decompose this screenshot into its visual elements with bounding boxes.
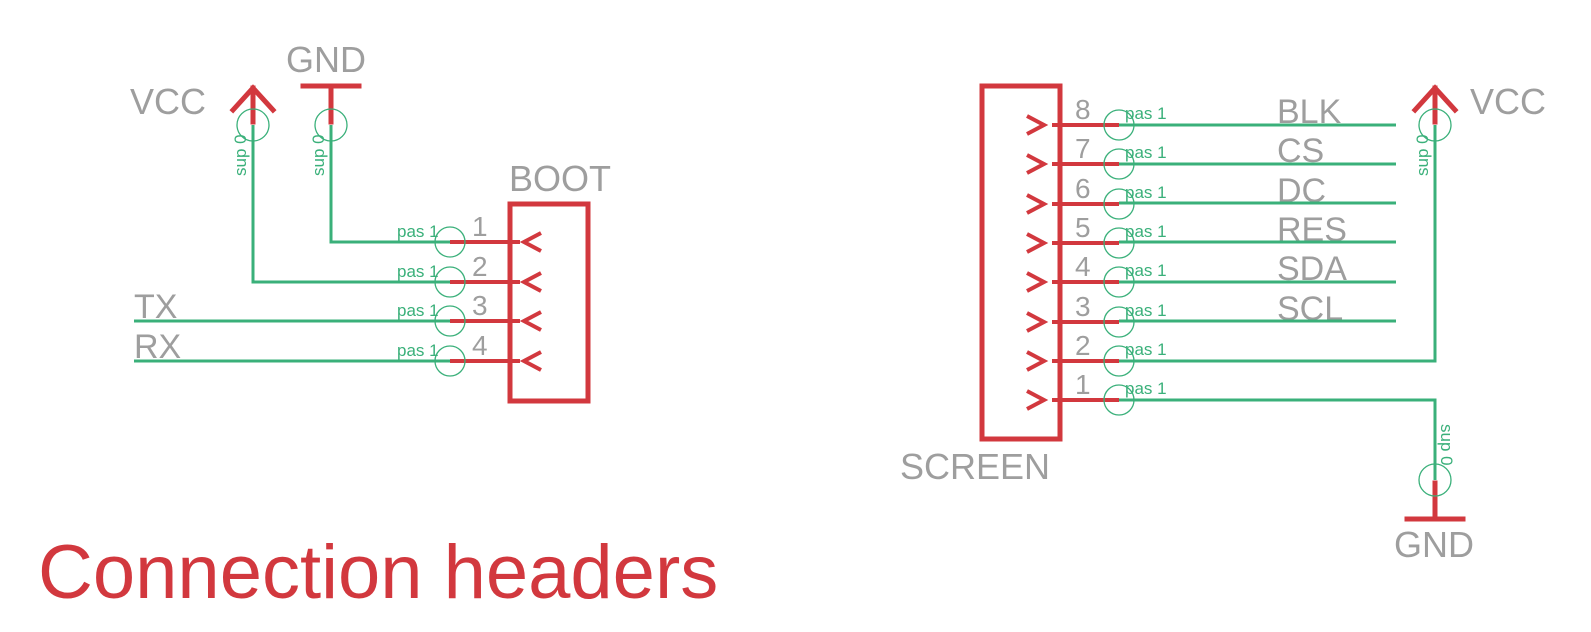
screen-pin-number: 3 bbox=[1075, 291, 1091, 322]
boot-pin-1: 1 pas 1 bbox=[397, 211, 488, 242]
screen-wires bbox=[1119, 123, 1437, 480]
boot-pin-2: 2 pas 1 bbox=[397, 251, 488, 282]
screen-pin-type: pas 1 bbox=[1125, 379, 1167, 398]
net-tx-label: TX bbox=[134, 288, 177, 326]
vcc-left-label: VCC bbox=[130, 81, 206, 122]
boot-connector bbox=[434, 201, 591, 404]
screen-pin-number: 2 bbox=[1075, 330, 1091, 361]
boot-pin-2-type: pas 1 bbox=[397, 262, 439, 281]
screen-name: SCREEN bbox=[900, 446, 1050, 487]
boot-pin-1-number: 1 bbox=[472, 211, 488, 242]
boot-pin-4-number: 4 bbox=[472, 330, 488, 361]
screen-pin-type: pas 1 bbox=[1125, 261, 1167, 280]
screen-pin-chevron bbox=[1026, 271, 1049, 293]
screen-pin-chevron bbox=[1026, 350, 1049, 372]
boot-name: BOOT bbox=[509, 158, 611, 199]
screen-connector bbox=[979, 83, 1063, 442]
screen-pin-type: pas 1 bbox=[1125, 183, 1167, 202]
screen-pin-number: 5 bbox=[1075, 212, 1091, 243]
screen-pin-number: 8 bbox=[1075, 94, 1091, 125]
screen-pin-chevron bbox=[1026, 153, 1049, 175]
screen-pin-1: 1 pas 1 bbox=[1026, 369, 1167, 416]
screen-pin-chevron bbox=[1026, 311, 1049, 333]
screen-pin-chevron bbox=[1026, 114, 1049, 136]
screen-pin-chevron bbox=[1026, 193, 1049, 215]
boot-pin-4-type: pas 1 bbox=[397, 341, 439, 360]
screen-pin-2: 2 pas 1 bbox=[1026, 330, 1167, 377]
screen-pin-chevron bbox=[1026, 232, 1049, 254]
boot-pin-2-number: 2 bbox=[472, 251, 488, 282]
boot-pin-1-type: pas 1 bbox=[397, 222, 439, 241]
vcc-right-type: sup 0 bbox=[1413, 134, 1432, 176]
screen-pin-type: pas 1 bbox=[1125, 222, 1167, 241]
screen-pin-number: 7 bbox=[1075, 133, 1091, 164]
net-rx-label: RX bbox=[134, 328, 181, 366]
gnd-right-label: GND bbox=[1394, 524, 1474, 565]
screen-pin-type: pas 1 bbox=[1125, 104, 1167, 123]
screen-pin-type: pas 1 bbox=[1125, 143, 1167, 162]
vcc-right-label: VCC bbox=[1470, 81, 1546, 122]
gnd-right-type: sup 0 bbox=[1437, 424, 1456, 466]
gnd-left-label: GND bbox=[286, 39, 366, 80]
screen-pin-number: 4 bbox=[1075, 251, 1091, 282]
vcc-right-symbol bbox=[1411, 84, 1459, 142]
boot-wires bbox=[134, 125, 450, 363]
boot-pin-4: 4 pas 1 bbox=[397, 330, 488, 361]
screen-pin-type: pas 1 bbox=[1125, 301, 1167, 320]
screen-pin-type: pas 1 bbox=[1125, 340, 1167, 359]
gnd-left-type: sup 0 bbox=[309, 134, 328, 176]
sheet-title: Connection headers bbox=[38, 530, 718, 615]
gnd-right-symbol bbox=[1404, 463, 1466, 522]
boot-pin-3-number: 3 bbox=[472, 290, 488, 321]
boot-pin-3-type: pas 1 bbox=[397, 301, 439, 320]
screen-pin-number: 6 bbox=[1075, 173, 1091, 204]
boot-pin-3: 3 pas 1 bbox=[397, 290, 488, 321]
screen-pin-chevron bbox=[1026, 389, 1049, 411]
screen-pin-number: 1 bbox=[1075, 369, 1091, 400]
vcc-left-type: sup 0 bbox=[231, 134, 250, 176]
